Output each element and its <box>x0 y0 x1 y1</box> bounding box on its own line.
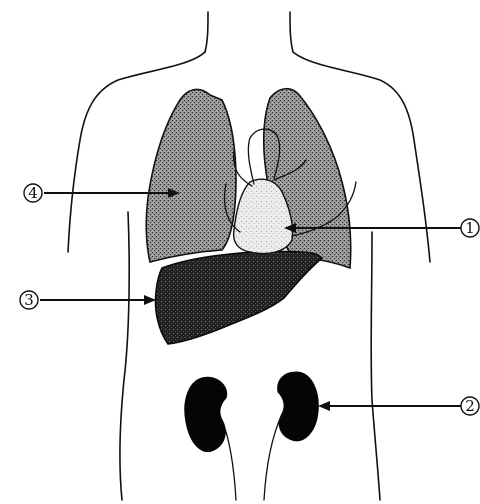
label-4: 4 <box>28 184 38 202</box>
kidneys <box>185 372 319 500</box>
label-2: 2 <box>465 397 475 415</box>
label-1: 1 <box>465 219 475 237</box>
neck-left-line <box>205 12 208 52</box>
right-waist-line <box>371 232 380 500</box>
arrowhead-3 <box>144 295 156 305</box>
left-waist-line <box>120 212 129 500</box>
arrowhead-2 <box>318 401 330 411</box>
left-lung <box>146 89 236 262</box>
label-3-group: 3 <box>20 291 156 309</box>
neck-right-line <box>290 12 293 52</box>
left-kidney <box>185 377 227 451</box>
label-2-group: 2 <box>318 397 479 415</box>
liver <box>156 252 323 344</box>
label-3: 3 <box>24 291 34 309</box>
right-kidney <box>278 372 319 441</box>
